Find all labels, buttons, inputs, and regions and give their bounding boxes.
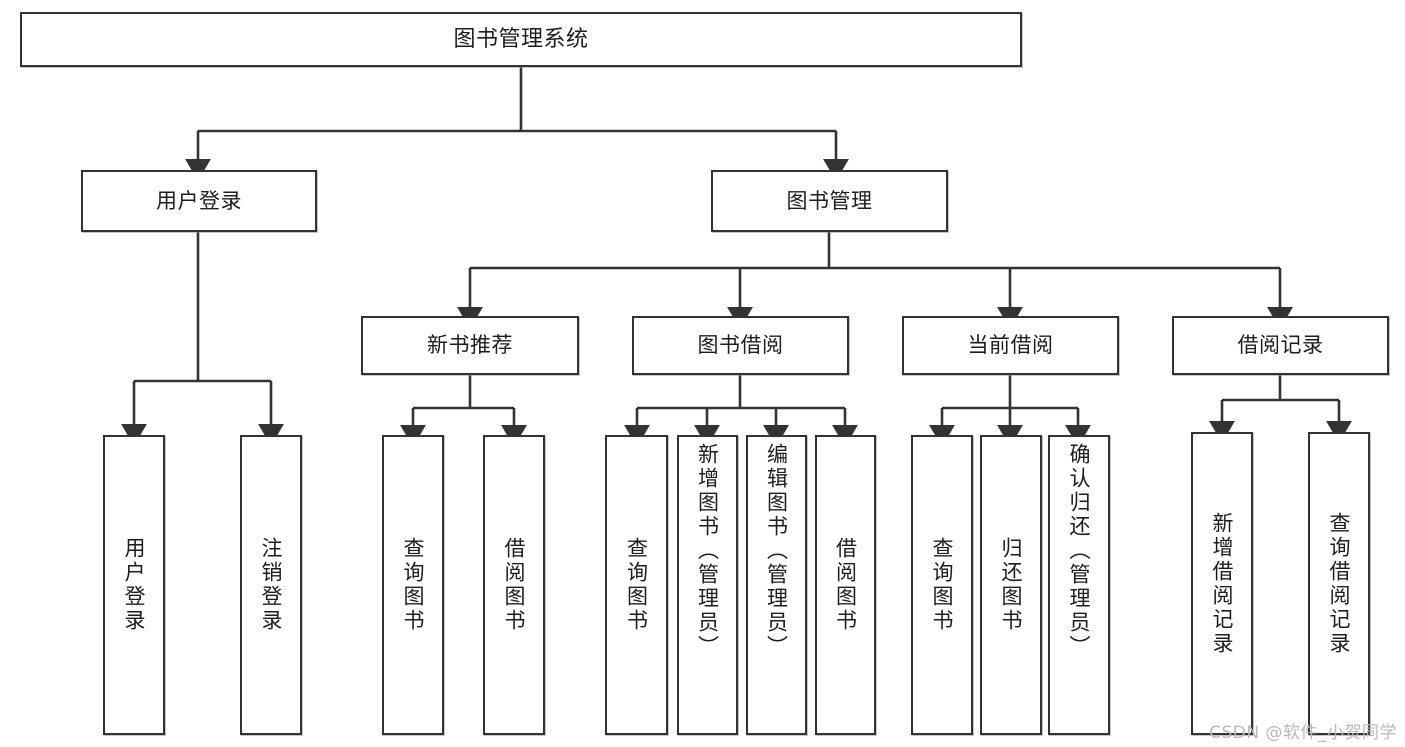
node-leaf-confirm-return-admin[interactable]: 确认归还（管理员） <box>1048 435 1110 735</box>
node-leaf-query-book-current[interactable]: 查询图书 <box>911 435 973 735</box>
node-user-login[interactable]: 用户登录 <box>81 170 317 232</box>
node-new-book-recommend[interactable]: 新书推荐 <box>361 316 579 375</box>
node-label: 确认归还（管理员） <box>1067 443 1092 659</box>
node-label: 注销登录 <box>259 537 284 633</box>
node-leaf-return-book[interactable]: 归还图书 <box>980 435 1042 735</box>
node-leaf-query-borrow-record[interactable]: 查询借阅记录 <box>1308 432 1370 735</box>
node-label: 图书借阅 <box>697 333 784 358</box>
node-book-management[interactable]: 图书管理 <box>711 170 948 232</box>
node-label: 查询图书 <box>624 537 649 633</box>
node-leaf-borrow-book[interactable]: 借阅图书 <box>815 435 876 735</box>
node-label: 查询图书 <box>401 537 426 633</box>
node-leaf-query-book-borrow[interactable]: 查询图书 <box>605 435 668 735</box>
node-label: 查询图书 <box>930 537 955 633</box>
node-label: 图书管理系统 <box>453 26 589 52</box>
node-borrow-record[interactable]: 借阅记录 <box>1172 316 1389 375</box>
node-label: 归还图书 <box>999 537 1024 633</box>
node-leaf-logout[interactable]: 注销登录 <box>240 435 302 735</box>
node-label: 借阅记录 <box>1237 333 1324 358</box>
node-label: 借阅图书 <box>502 537 527 633</box>
node-label: 图书管理 <box>786 188 873 213</box>
node-leaf-borrow-book-recommend[interactable]: 借阅图书 <box>483 435 545 735</box>
node-leaf-add-book-admin[interactable]: 新增图书（管理员） <box>677 435 738 735</box>
node-book-borrow[interactable]: 图书借阅 <box>632 316 849 375</box>
node-label: 用户登录 <box>122 537 147 633</box>
node-label: 新增借阅记录 <box>1210 511 1235 656</box>
node-label: 借阅图书 <box>833 537 858 633</box>
node-root-system[interactable]: 图书管理系统 <box>20 12 1022 67</box>
node-leaf-query-book-recommend[interactable]: 查询图书 <box>382 435 444 735</box>
node-label: 查询借阅记录 <box>1327 511 1352 656</box>
node-leaf-user-login[interactable]: 用户登录 <box>103 435 165 735</box>
node-label: 新增图书（管理员） <box>695 443 720 659</box>
node-label: 新书推荐 <box>427 333 513 358</box>
node-label: 编辑图书（管理员） <box>764 443 789 659</box>
node-label: 用户登录 <box>156 188 242 213</box>
node-leaf-edit-book-admin[interactable]: 编辑图书（管理员） <box>746 435 807 735</box>
node-current-borrow[interactable]: 当前借阅 <box>902 316 1119 375</box>
node-label: 当前借阅 <box>967 333 1054 358</box>
watermark-text: CSDN @软件_小贺同学 <box>1209 723 1397 743</box>
node-leaf-add-borrow-record[interactable]: 新增借阅记录 <box>1191 432 1253 735</box>
